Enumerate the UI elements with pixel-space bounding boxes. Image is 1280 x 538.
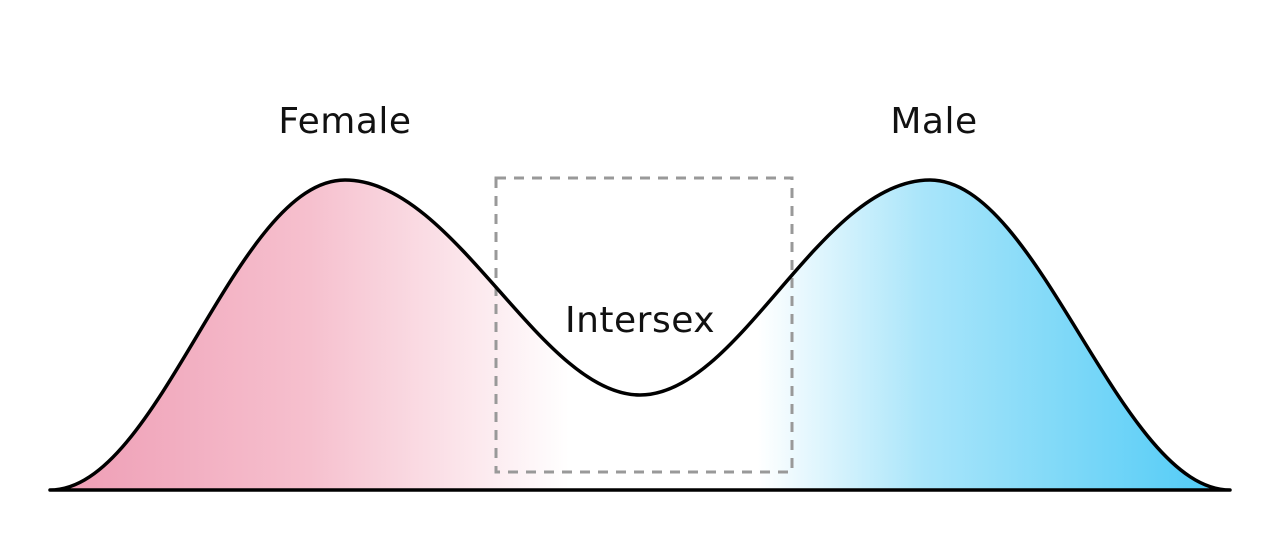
female-label: Female <box>278 101 411 142</box>
distribution-curve <box>48 178 1232 492</box>
male-label: Male <box>890 101 977 142</box>
intersex-label: Intersex <box>565 300 715 341</box>
intersex-dashed-box <box>494 176 794 474</box>
distribution-fill <box>50 180 1230 490</box>
